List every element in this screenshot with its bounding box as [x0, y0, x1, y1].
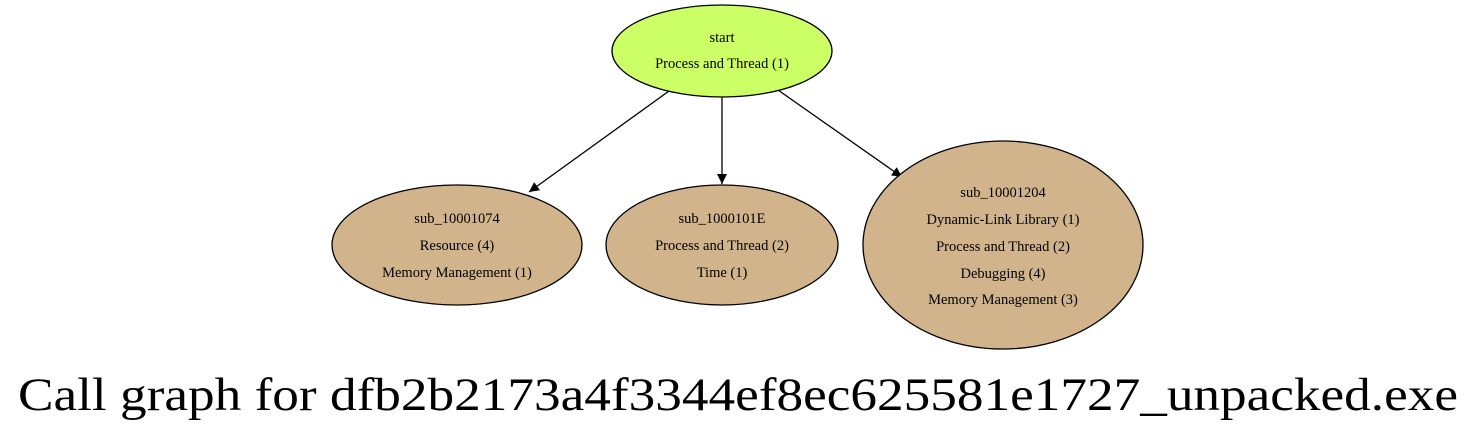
node-sub-10001204-category: Process and Thread (2) — [936, 239, 1070, 255]
node-sub-10001074-category: Resource (4) — [420, 238, 495, 254]
node-sub-10001204: sub_10001204 Dynamic-Link Library (1) Pr… — [862, 140, 1144, 350]
node-sub-1000101e-name: sub_1000101E — [679, 211, 766, 227]
node-sub-1000101e-ellipse — [605, 184, 839, 306]
node-sub-10001204-name: sub_10001204 — [960, 185, 1046, 201]
node-sub-1000101e-category: Process and Thread (2) — [655, 238, 789, 254]
node-sub-10001074: sub_10001074 Resource (4) Memory Managem… — [331, 184, 583, 306]
node-sub-10001074-name: sub_10001074 — [414, 211, 500, 227]
node-sub-10001204-category: Memory Management (3) — [928, 292, 1078, 308]
node-sub-1000101e-category: Time (1) — [697, 265, 748, 281]
node-sub-10001204-ellipse — [862, 140, 1144, 350]
node-start-ellipse — [611, 4, 833, 98]
node-start: start Process and Thread (1) — [611, 4, 833, 98]
node-sub-10001204-category: Debugging (4) — [961, 266, 1046, 282]
node-sub-10001204-category: Dynamic-Link Library (1) — [926, 212, 1079, 228]
node-sub-10001074-category: Memory Management (1) — [382, 265, 532, 281]
edges — [528, 89, 903, 193]
edge-start-to-sub-10001204 — [777, 89, 903, 178]
node-sub-10001074-ellipse — [331, 184, 583, 306]
node-start-name: start — [710, 30, 735, 46]
graph-caption: Call graph for dfb2b2173a4f3344ef8ec6255… — [18, 369, 1458, 421]
edge-start-to-sub-10001074 — [528, 90, 670, 193]
node-sub-1000101e: sub_1000101E Process and Thread (2) Time… — [605, 184, 839, 306]
node-start-category: Process and Thread (1) — [655, 56, 789, 72]
